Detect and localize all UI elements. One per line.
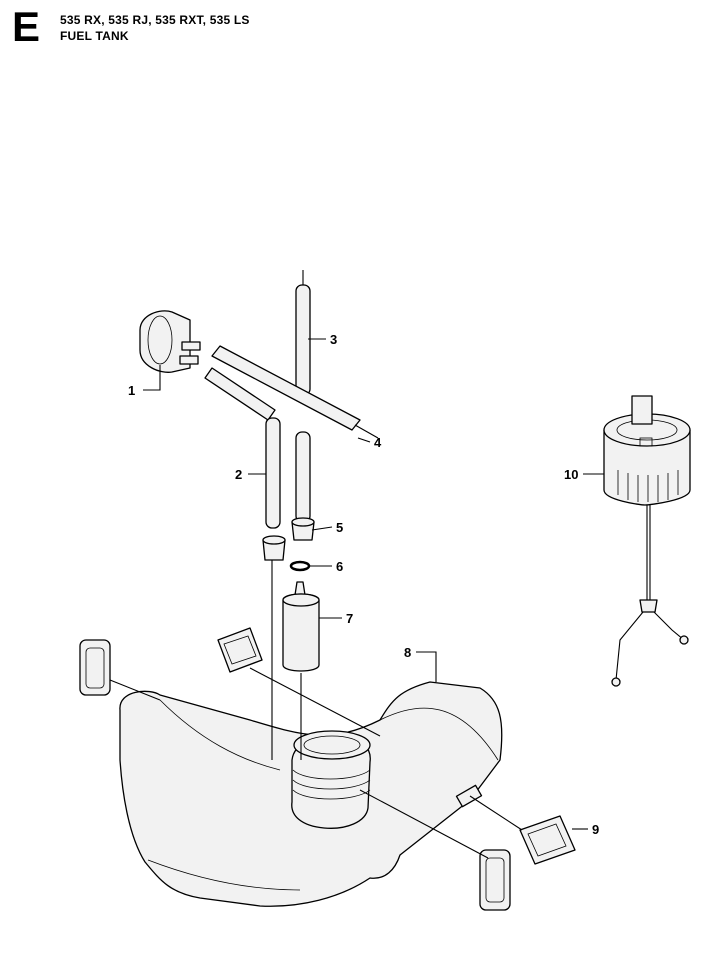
callout-3: 3: [330, 332, 337, 347]
fuel-tank-neck: [291, 730, 371, 829]
callout-7: 7: [346, 611, 353, 626]
callout-5: 5: [336, 520, 343, 535]
callout-9: 9: [592, 822, 599, 837]
callout-4: 4: [374, 435, 382, 450]
primer-valve: [139, 310, 201, 373]
tank-grommets: [79, 560, 576, 911]
callout-8: 8: [404, 645, 411, 660]
fuel-tank: [119, 681, 503, 907]
callout-leaders: [143, 338, 604, 830]
section-letter: E: [12, 3, 41, 50]
callout-10: 10: [564, 467, 578, 482]
callout-6: 6: [336, 559, 343, 574]
model-list: 535 RX, 535 RJ, 535 RXT, 535 LS: [60, 13, 250, 27]
fuel-filter: [282, 581, 320, 760]
filler-cap: [603, 395, 691, 687]
fuel-hoses: [204, 270, 379, 529]
o-ring: [289, 560, 311, 572]
diagram-title: FUEL TANK: [60, 29, 129, 43]
callout-1: 1: [128, 383, 135, 398]
hose-grommets: [262, 517, 315, 561]
callout-2: 2: [235, 467, 242, 482]
